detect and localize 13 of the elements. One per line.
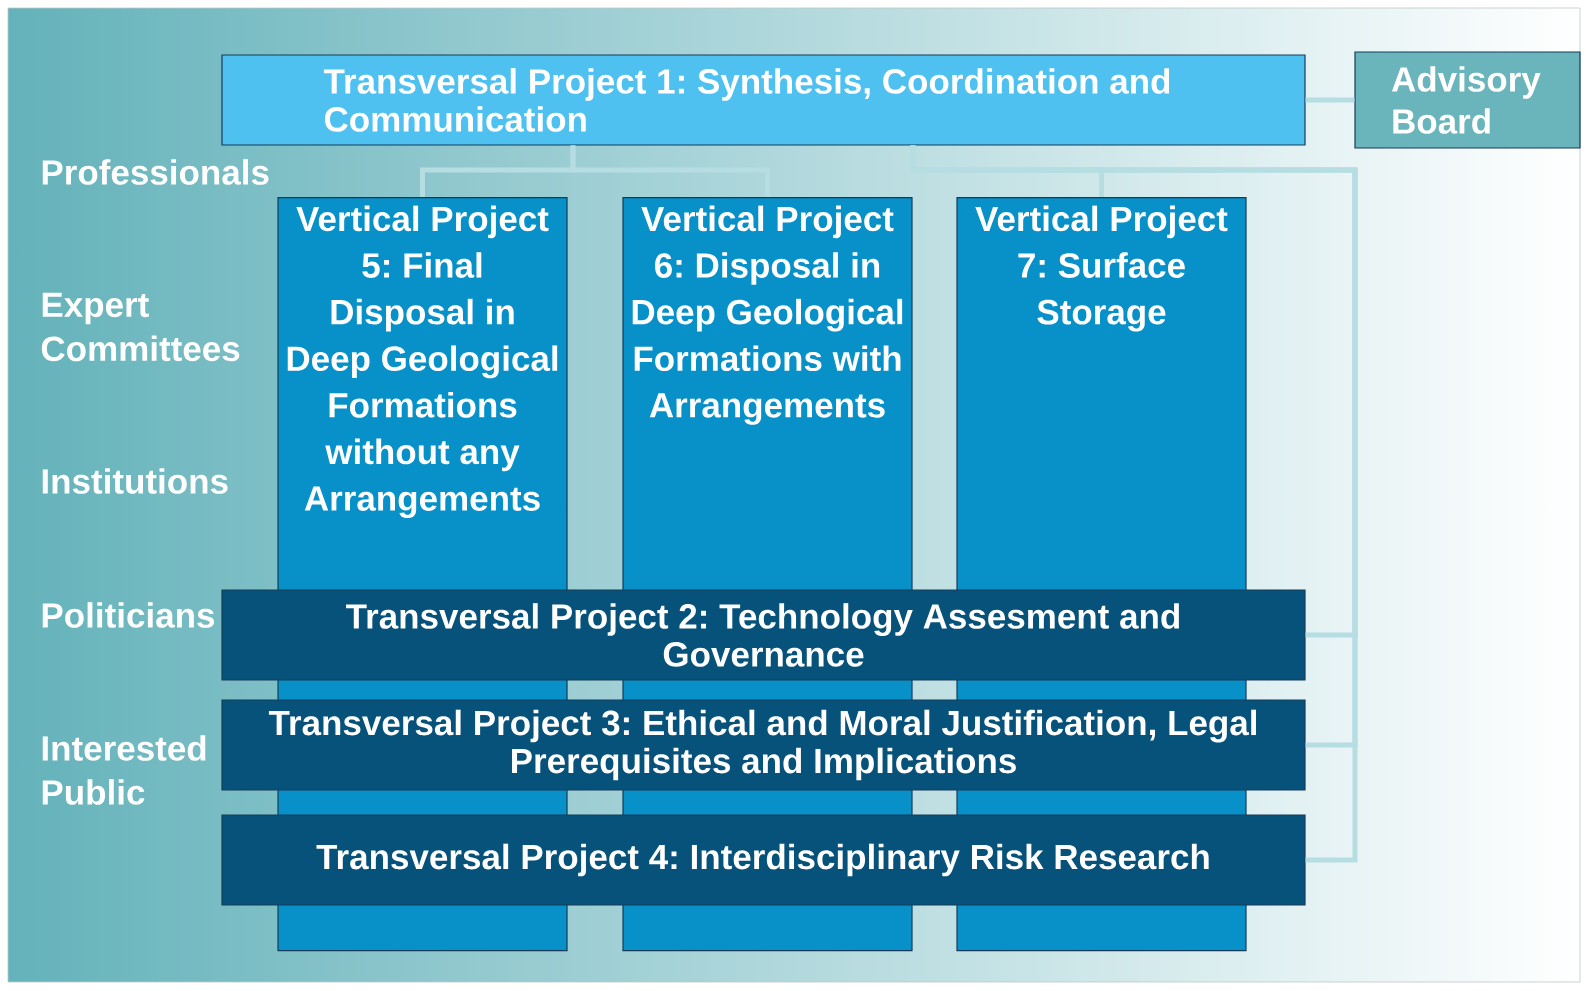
row-label: Institutions <box>42 468 228 494</box>
project-bar: Transversal Project 1: Synthesis, Coordination and Communication <box>221 54 1306 146</box>
project-bar: Transversal Project 2: Technology Assesment and Governance <box>221 589 1306 681</box>
board-box: Advisory Board <box>1354 51 1581 149</box>
connector-line <box>570 145 770 197</box>
row-label: Interested Public <box>42 735 206 805</box>
project-bar: Transversal Project 4: Interdisciplinary Risk Research <box>221 814 1306 906</box>
connector-line <box>910 145 1358 863</box>
connector-line <box>1305 97 1355 103</box>
row-label: Professionals <box>42 159 269 185</box>
row-label: Expert Committees <box>41 292 240 362</box>
project-bar: Transversal Project 3: Ethical and Moral Justification, Legal Prerequisites and Implications <box>221 699 1306 791</box>
row-label: Politicians <box>42 602 215 628</box>
